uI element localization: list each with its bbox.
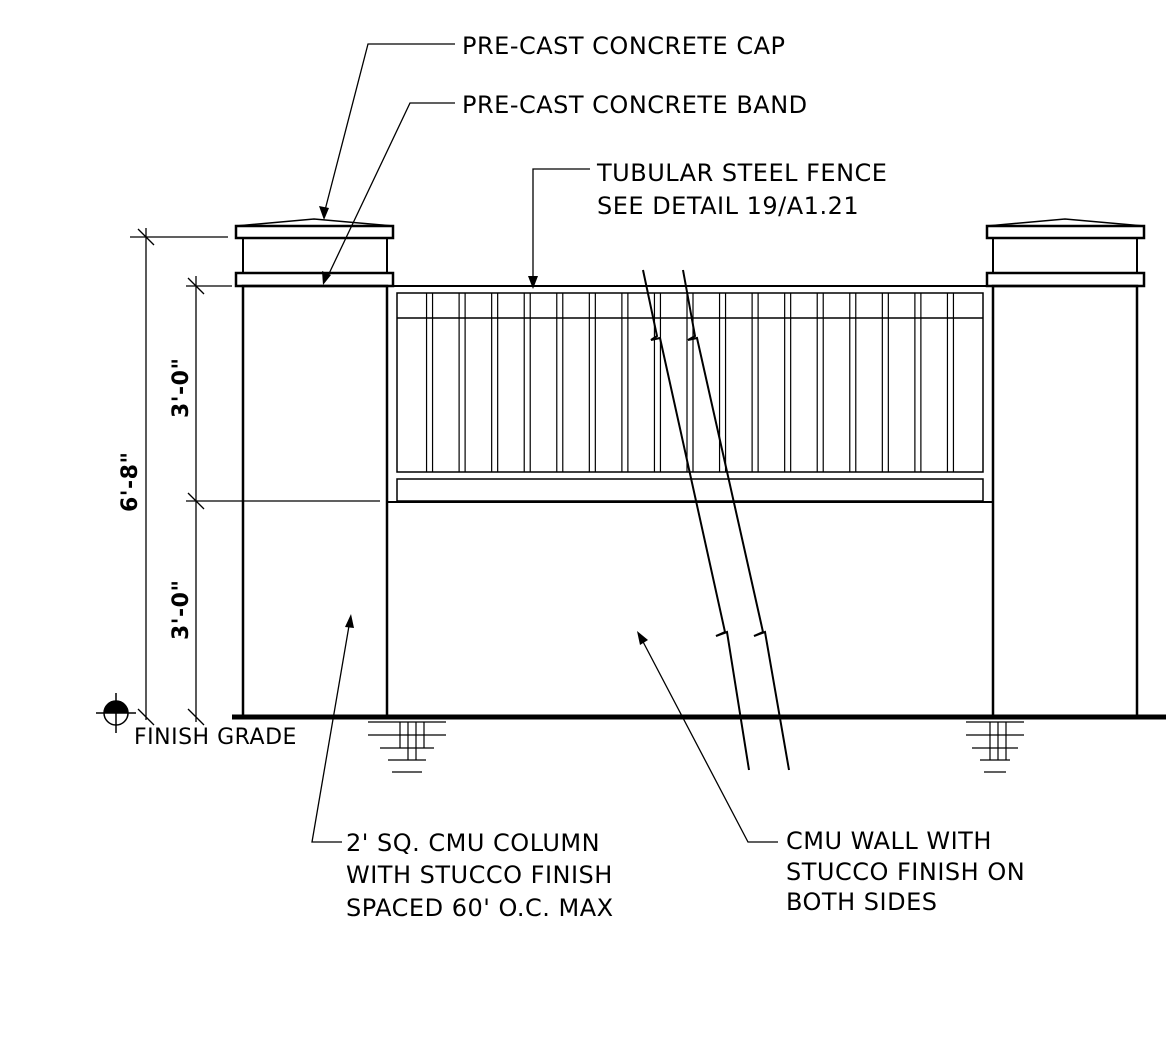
left-column-upper (242, 237, 388, 274)
column-label-line1: 2' SQ. CMU COLUMN (346, 829, 600, 857)
leader-arrowheads (319, 206, 648, 645)
finish-grade-label: FINISH GRADE (134, 725, 297, 750)
right-column-band (985, 271, 1146, 288)
fence-pickets (425, 293, 955, 472)
left-cap-top (235, 218, 394, 227)
cmu-wall (386, 501, 994, 717)
fence-label-line2: SEE DETAIL 19/A1.21 (597, 192, 859, 220)
break-lines (642, 269, 790, 771)
left-column-band (234, 271, 395, 288)
right-column-cap (985, 224, 1146, 240)
left-column (234, 218, 395, 718)
wall-label-line1: CMU WALL WITH (786, 827, 992, 855)
right-column-upper (992, 237, 1138, 274)
right-cap-top (986, 218, 1145, 227)
tubular-steel-fence (387, 285, 993, 502)
right-column (985, 218, 1146, 718)
right-column-shaft (991, 284, 1139, 718)
left-column-cap (234, 224, 395, 240)
wall-label-line3: BOTH SIDES (786, 888, 937, 916)
cap-label: PRE-CAST CONCRETE CAP (462, 32, 785, 60)
upper-height-dimension: 3'-0" (169, 358, 194, 418)
wall-label-line2: STUCCO FINISH ON (786, 858, 1025, 886)
band-label: PRE-CAST CONCRETE BAND (462, 91, 808, 119)
grade-datum-icon (96, 693, 136, 733)
overall-height-dimension: 6'-8" (118, 452, 143, 512)
leader-lines (311, 43, 778, 843)
fence-label-line1: TUBULAR STEEL FENCE (596, 159, 887, 187)
column-label-line3: SPACED 60' O.C. MAX (346, 894, 614, 922)
right-footing-symbol (966, 721, 1024, 773)
lower-height-dimension: 3'-0" (169, 580, 194, 640)
dimension-lines (130, 228, 380, 726)
left-footing-symbol (368, 721, 446, 773)
column-label-line2: WITH STUCCO FINISH (346, 861, 613, 889)
